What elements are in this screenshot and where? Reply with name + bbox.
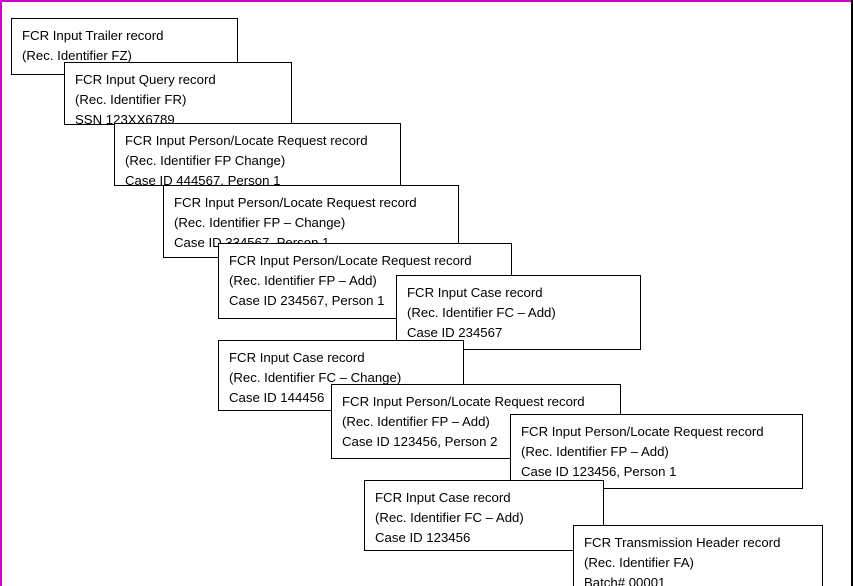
record-line: Case ID 144456	[229, 390, 325, 405]
record-line: (Rec. Identifier FC – Add)	[375, 510, 524, 525]
frame-left-border	[0, 0, 2, 586]
record-line: (Rec. Identifier FP – Add)	[521, 444, 669, 459]
record-line: FCR Input Case record	[407, 285, 543, 300]
record-line: Case ID 234567	[407, 325, 503, 340]
fcr-input-case-record-box-123456: FCR Input Case record (Rec. Identifier FC…	[364, 480, 604, 551]
record-line: Case ID 123456, Person 2	[342, 434, 498, 449]
record-line: (Rec. Identifier FC – Add)	[407, 305, 556, 320]
fcr-transmission-header-record-box: FCR Transmission Header record (Rec. Iden…	[573, 525, 823, 586]
record-line: (Rec. Identifier FC – Change)	[229, 370, 402, 385]
record-line: (Rec. Identifier FA)	[584, 555, 694, 570]
fcr-input-query-record-box: FCR Input Query record (Rec. Identifier F…	[64, 62, 292, 127]
record-line: (Rec. Identifier FR)	[75, 92, 187, 107]
record-line: Case ID 444567, Person 1	[125, 173, 281, 188]
record-line: (Rec. Identifier FP – Change)	[174, 215, 346, 230]
record-line: FCR Input Case record	[229, 350, 365, 365]
record-line: FCR Input Person/Locate Request record	[229, 253, 472, 268]
record-line: Case ID 123456, Person 1	[521, 464, 677, 479]
fcr-input-case-record-box-234567: FCR Input Case record (Rec. Identifier FC…	[396, 275, 641, 350]
frame-top-border	[0, 0, 853, 2]
record-line: FCR Input Person/Locate Request record	[342, 394, 585, 409]
record-line: FCR Input Case record	[375, 490, 511, 505]
fcr-input-person-locate-request-record-box-123456-person1: FCR Input Person/Locate Request record (R…	[510, 414, 803, 489]
record-line: Batch# 00001	[584, 575, 666, 586]
record-line: (Rec. Identifier FP – Add)	[229, 273, 377, 288]
record-line: FCR Input Person/Locate Request record	[125, 133, 368, 148]
record-line: FCR Transmission Header record	[584, 535, 781, 550]
record-line: Case ID 234567, Person 1	[229, 293, 385, 308]
record-line: FCR Input Query record	[75, 72, 216, 87]
fcr-input-person-locate-request-record-box-444567: FCR Input Person/Locate Request record (R…	[114, 123, 401, 188]
record-line: (Rec. Identifier FP – Add)	[342, 414, 490, 429]
record-line: (Rec. Identifier FP Change)	[125, 153, 286, 168]
record-line: FCR Input Trailer record	[22, 28, 164, 43]
frame-right-border	[851, 0, 853, 586]
record-line: FCR Input Person/Locate Request record	[521, 424, 764, 439]
record-line: Case ID 123456	[375, 530, 471, 545]
record-line: (Rec. Identifier FZ)	[22, 48, 132, 63]
record-line: FCR Input Person/Locate Request record	[174, 195, 417, 210]
